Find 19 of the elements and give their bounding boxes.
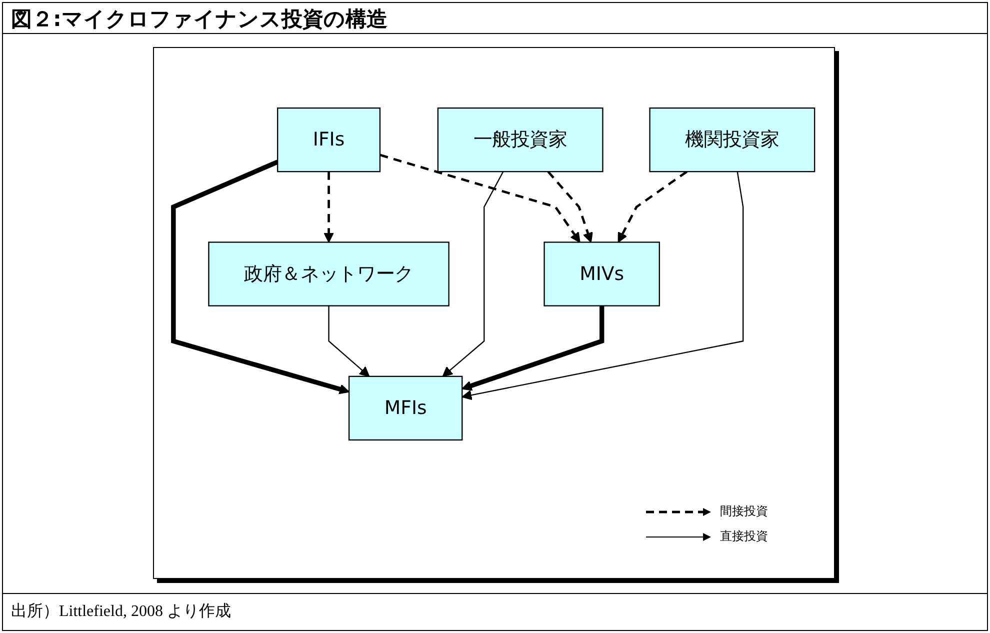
arrow [462,172,744,400]
node-box [208,242,450,306]
arrow [171,160,350,394]
arrow [462,306,604,391]
node-box [437,107,604,172]
node-box [649,107,816,172]
title: 図２:マイクロファイナンス投資の構造 [11,6,388,33]
node-box [348,376,463,441]
legend-label: 間接投資 [720,503,768,520]
arrow [324,172,334,243]
arrow [380,154,580,243]
arrow [328,306,370,377]
legend-label: 直接投資 [720,528,768,545]
arrow [618,170,688,243]
arrow [547,170,593,243]
node-box [544,242,660,306]
caption: 出所）Littlefield, 2008 より作成 [11,602,231,622]
node-box [277,107,381,172]
arrow [442,171,504,377]
